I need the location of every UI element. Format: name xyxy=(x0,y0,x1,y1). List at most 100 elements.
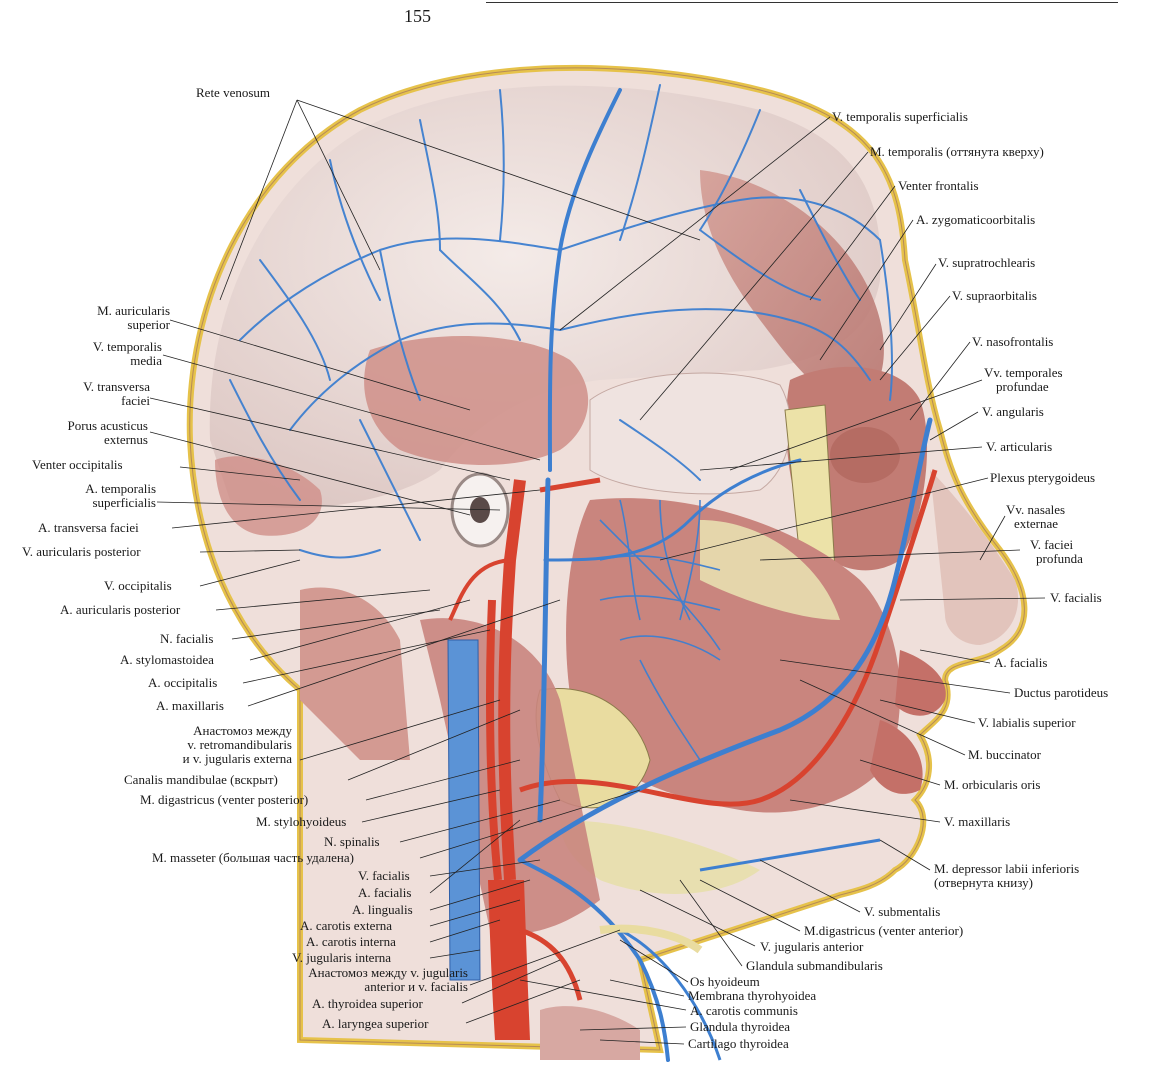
label-membrana-thyrohyoidea: Membrana thyrohyoidea xyxy=(688,988,817,1003)
label-m-orbicularis-oris: M. orbicularis oris xyxy=(944,777,1041,792)
nose xyxy=(930,470,1019,645)
label-canalis-mandibulae: Canalis mandibulae (вскрыт) xyxy=(124,772,278,787)
glandula-thyroidea-shape xyxy=(540,1006,640,1060)
label-v-auricularis-posterior: V. auricularis posterior xyxy=(22,544,141,559)
a-carotis-externa-vessel xyxy=(498,479,526,881)
label-cartilago-thyroidea: Cartilago thyroidea xyxy=(688,1036,789,1051)
label-v-facialis-right: V. facialis xyxy=(1050,590,1102,605)
parotid-gland xyxy=(700,520,840,620)
label-a-auricularis-posterior: A. auricularis posterior xyxy=(60,602,181,617)
page-number: 155 xyxy=(404,6,431,26)
label-a-transversa-faciei: A. transversa faciei xyxy=(38,520,139,535)
label-porus-acusticus: Porus acusticus externus xyxy=(20,419,148,447)
label-v-jugularis-interna: V. jugularis interna xyxy=(292,950,392,965)
eye xyxy=(830,427,900,483)
label-a-thyroidea-superior: A. thyroidea superior xyxy=(312,996,423,1011)
label-a-occipitalis: A. occipitalis xyxy=(148,675,218,690)
label-a-laryngea-superior: A. laryngea superior xyxy=(322,1016,429,1031)
label-line: Porus acusticus xyxy=(67,418,148,433)
label-line: profunda xyxy=(1036,551,1083,566)
label-v-submentalis: V. submentalis xyxy=(864,904,941,919)
label-m-digastricus-posterior: M. digastricus (venter posterior) xyxy=(140,792,309,807)
label-anastomosis-retromandibularis: Анастомоз между v. retromandibularis и v… xyxy=(130,724,292,766)
label-a-temporalis-superficialis: A. temporalis superficialis xyxy=(30,482,156,510)
label-m-buccinator: M. buccinator xyxy=(968,747,1041,762)
label-glandula-thyroidea: Glandula thyroidea xyxy=(690,1019,790,1034)
label-vv-nasales-externae: Vv. nasales externae xyxy=(1006,503,1065,531)
label-n-spinalis: N. spinalis xyxy=(324,834,380,849)
label-os-hyoideum: Os hyoideum xyxy=(690,974,760,989)
label-a-lingualis: A. lingualis xyxy=(352,902,413,917)
label-line: media xyxy=(130,353,162,368)
label-ductus-parotideus: Ductus parotideus xyxy=(1014,685,1109,700)
label-line: (отвернута книзу) xyxy=(934,875,1033,890)
label-line: Vv. temporales xyxy=(984,365,1063,380)
label-m-auricularis-superior: M. auricularis superior xyxy=(60,304,170,332)
venter-occipitalis-muscle xyxy=(215,456,322,536)
label-m-masseter: M. masseter (большая часть удалена) xyxy=(152,850,354,865)
lips xyxy=(895,650,946,716)
label-line: superior xyxy=(127,317,170,332)
label-v-faciei-profunda: V. faciei profunda xyxy=(1030,538,1083,566)
v-jugularis-interna-vessel xyxy=(447,639,481,981)
label-line: Анастомоз между xyxy=(193,723,292,738)
label-line: Vv. nasales xyxy=(1006,502,1066,517)
label-v-articularis: V. articularis xyxy=(986,439,1053,454)
label-line: Анастомоз между v. jugularis xyxy=(308,965,468,980)
label-line: profundae xyxy=(996,379,1049,394)
a-carotis-communis-vessel xyxy=(488,880,530,1040)
label-line: M. auricularis xyxy=(97,303,170,318)
label-line: V. temporalis xyxy=(92,339,162,354)
label-v-transversa-faciei: V. transversa faciei xyxy=(40,380,150,408)
label-v-supraorbitalis: V. supraorbitalis xyxy=(952,288,1037,303)
cheek-muscles xyxy=(566,498,900,813)
label-a-carotis-externa: A. carotis externa xyxy=(300,918,393,933)
label-glandula-submandibularis: Glandula submandibularis xyxy=(746,958,883,973)
submandibular-gland xyxy=(560,820,760,894)
label-vv-temporales-profundae: Vv. temporales profundae xyxy=(984,366,1063,394)
label-line: A. temporalis xyxy=(85,481,156,496)
label-line: и v. jugularis externa xyxy=(182,751,292,766)
label-v-occipitalis: V. occipitalis xyxy=(104,578,172,593)
label-a-facialis-right: A. facialis xyxy=(994,655,1048,670)
a-carotis-interna-vessel xyxy=(486,599,502,881)
page-top-rule xyxy=(486,2,1118,3)
label-a-zygomaticoorbitalis: A. zygomaticoorbitalis xyxy=(916,212,1036,227)
label-v-angularis: V. angularis xyxy=(982,404,1044,419)
label-v-temporalis-media: V. temporalis media xyxy=(50,340,162,368)
sternocleidomastoid xyxy=(300,587,410,760)
label-venter-occipitalis: Venter occipitalis xyxy=(32,457,123,472)
label-rete-venosum: Rete venosum xyxy=(196,85,271,100)
label-v-supratrochlearis: V. supratrochlearis xyxy=(938,255,1036,270)
label-line: anterior и v. facialis xyxy=(364,979,468,994)
label-v-jugularis-anterior: V. jugularis anterior xyxy=(760,939,864,954)
label-n-facialis: N. facialis xyxy=(160,631,214,646)
label-m-depressor-labii: M. depressor labii inferioris (отвернута… xyxy=(934,862,1079,890)
label-v-temporalis-superficialis: V. temporalis superficialis xyxy=(832,109,968,124)
label-a-stylomastoidea: A. stylomastoidea xyxy=(120,652,214,667)
label-a-carotis-communis: A. carotis communis xyxy=(690,1003,798,1018)
label-a-carotis-interna: A. carotis interna xyxy=(306,934,396,949)
label-line: M. depressor labii inferioris xyxy=(934,861,1080,876)
label-m-stylohyoideus: M. stylohyoideus xyxy=(256,814,347,829)
label-v-facialis-left: V. facialis xyxy=(358,868,410,883)
label-line: superficialis xyxy=(92,495,156,510)
label-m-digastricus-anterior: M.digastricus (venter anterior) xyxy=(804,923,964,938)
label-v-nasofrontalis: V. nasofrontalis xyxy=(972,334,1054,349)
a-thyroidea-vessel xyxy=(519,927,583,1001)
label-v-labialis-superior: V. labialis superior xyxy=(978,715,1076,730)
label-plexus-pterygoideus: Plexus pterygoideus xyxy=(990,470,1096,485)
label-a-maxillaris: A. maxillaris xyxy=(156,698,224,713)
label-anastomosis-jugularis: Анастомоз между v. jugularis anterior и … xyxy=(220,966,468,994)
label-line: v. retromandibularis xyxy=(187,737,292,752)
label-venter-frontalis: Venter frontalis xyxy=(898,178,979,193)
label-line: externae xyxy=(1014,516,1059,531)
label-line: V. faciei xyxy=(1030,537,1074,552)
temporalis-muscle xyxy=(364,336,589,465)
label-a-facialis-left: A. facialis xyxy=(358,885,412,900)
label-line: faciei xyxy=(121,393,150,408)
label-v-maxillaris: V. maxillaris xyxy=(944,814,1011,829)
zygomatic-window xyxy=(589,372,791,495)
label-line: externus xyxy=(103,432,148,447)
